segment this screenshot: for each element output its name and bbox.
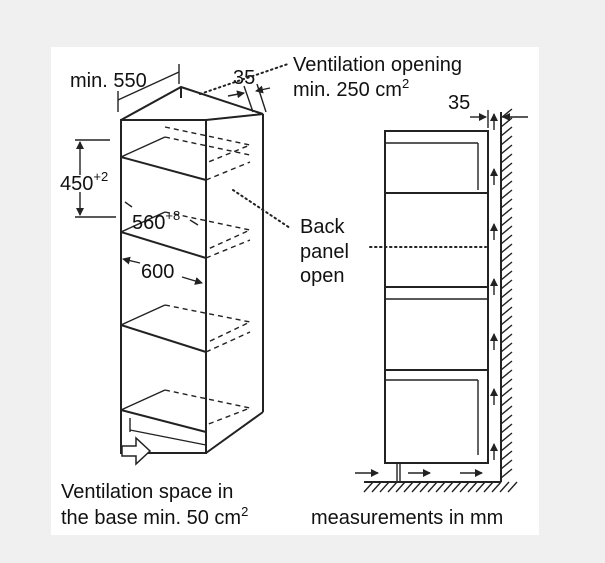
hatch-line: [500, 459, 513, 470]
hatch-line: [500, 225, 513, 236]
arrow-right-icon: [121, 436, 152, 466]
hatch-line: [500, 369, 513, 380]
cabinet-front: [120, 119, 207, 454]
label-vent-base-1: Ventilation space in: [61, 481, 233, 503]
label-open: open: [300, 265, 345, 287]
hatch-line: [500, 288, 513, 299]
label-600: 600: [141, 261, 174, 283]
hatch-line: [427, 481, 438, 493]
hatch-line: [411, 481, 422, 493]
floor-hatching: [363, 481, 518, 493]
hatch-line: [500, 468, 513, 479]
hatch-line: [500, 360, 513, 371]
hatch-line: [500, 432, 513, 443]
hatch-line: [395, 481, 406, 493]
hatch-line: [467, 481, 478, 493]
hatch-line: [500, 171, 513, 182]
hatch-line: [403, 481, 414, 493]
label-35-right: 35: [448, 92, 470, 114]
hatch-line: [500, 378, 513, 389]
dim-450: 450+2: [60, 139, 116, 218]
hatch-line: [435, 481, 446, 493]
hatch-line: [500, 450, 513, 461]
hatch-line: [500, 342, 513, 353]
hatch-line: [500, 180, 513, 191]
dim-35-left: 35: [227, 67, 271, 113]
hatch-line: [500, 162, 513, 173]
cabinet-3d: [120, 85, 264, 454]
hatch-line: [500, 270, 513, 281]
label-back: Back: [300, 216, 345, 238]
hatch-line: [500, 252, 513, 263]
callout-back-panel: Back panel open: [232, 189, 487, 287]
label-panel: panel: [300, 241, 349, 263]
dim-560: 560+8: [124, 201, 199, 234]
hatch-line: [500, 414, 513, 425]
hatch-line: [500, 306, 513, 317]
dim-600: 600: [122, 256, 203, 285]
hatch-line: [500, 135, 513, 146]
label-560: 560+8: [132, 208, 180, 234]
hatch-line: [459, 481, 470, 493]
hatch-line: [499, 481, 510, 493]
hatch-line: [500, 234, 513, 245]
hatch-line: [500, 324, 513, 335]
hatch-line: [419, 481, 430, 493]
hatch-line: [500, 333, 513, 344]
hatch-line: [387, 481, 398, 493]
label-min-550: min. 550: [70, 70, 147, 92]
hatch-line: [500, 261, 513, 272]
hatch-line: [500, 423, 513, 434]
label-vent-base-2: the base min. 50 cm2: [61, 504, 248, 529]
hatch-line: [500, 117, 513, 128]
hatch-line: [443, 481, 454, 493]
hatch-line: [507, 481, 518, 493]
hatch-line: [491, 481, 502, 493]
hatch-line: [500, 126, 513, 137]
hatch-line: [500, 144, 513, 155]
hatch-line: [500, 243, 513, 254]
hatch-line: [451, 481, 462, 493]
hatch-line: [500, 441, 513, 452]
hatch-line: [500, 396, 513, 407]
label-vent-opening-2: min. 250 cm2: [293, 76, 409, 101]
label-450: 450+2: [60, 169, 108, 195]
hatch-line: [363, 481, 374, 493]
hatch-line: [500, 405, 513, 416]
hatch-line: [500, 351, 513, 362]
label-35-left: 35: [233, 67, 255, 89]
side-section: [364, 112, 502, 483]
hatch-line: [500, 189, 513, 200]
dim-35-right: 35: [448, 92, 528, 128]
hatch-line: [475, 481, 486, 493]
hatch-line: [500, 297, 513, 308]
hatch-line: [500, 198, 513, 209]
hatch-line: [500, 207, 513, 218]
hatch-line: [500, 387, 513, 398]
label-units-note: measurements in mm: [311, 507, 503, 529]
hatch-line: [500, 153, 513, 164]
hatch-line: [500, 279, 513, 290]
hatch-line: [500, 315, 513, 326]
hatch-line: [483, 481, 494, 493]
dim-min-550: min. 550: [70, 64, 180, 112]
label-vent-opening-1: Ventilation opening: [293, 54, 462, 76]
hatch-line: [379, 481, 390, 493]
callout-vent-opening: Ventilation opening min. 250 cm2: [199, 54, 462, 101]
hatch-line: [500, 216, 513, 227]
hatch-line: [371, 481, 382, 493]
